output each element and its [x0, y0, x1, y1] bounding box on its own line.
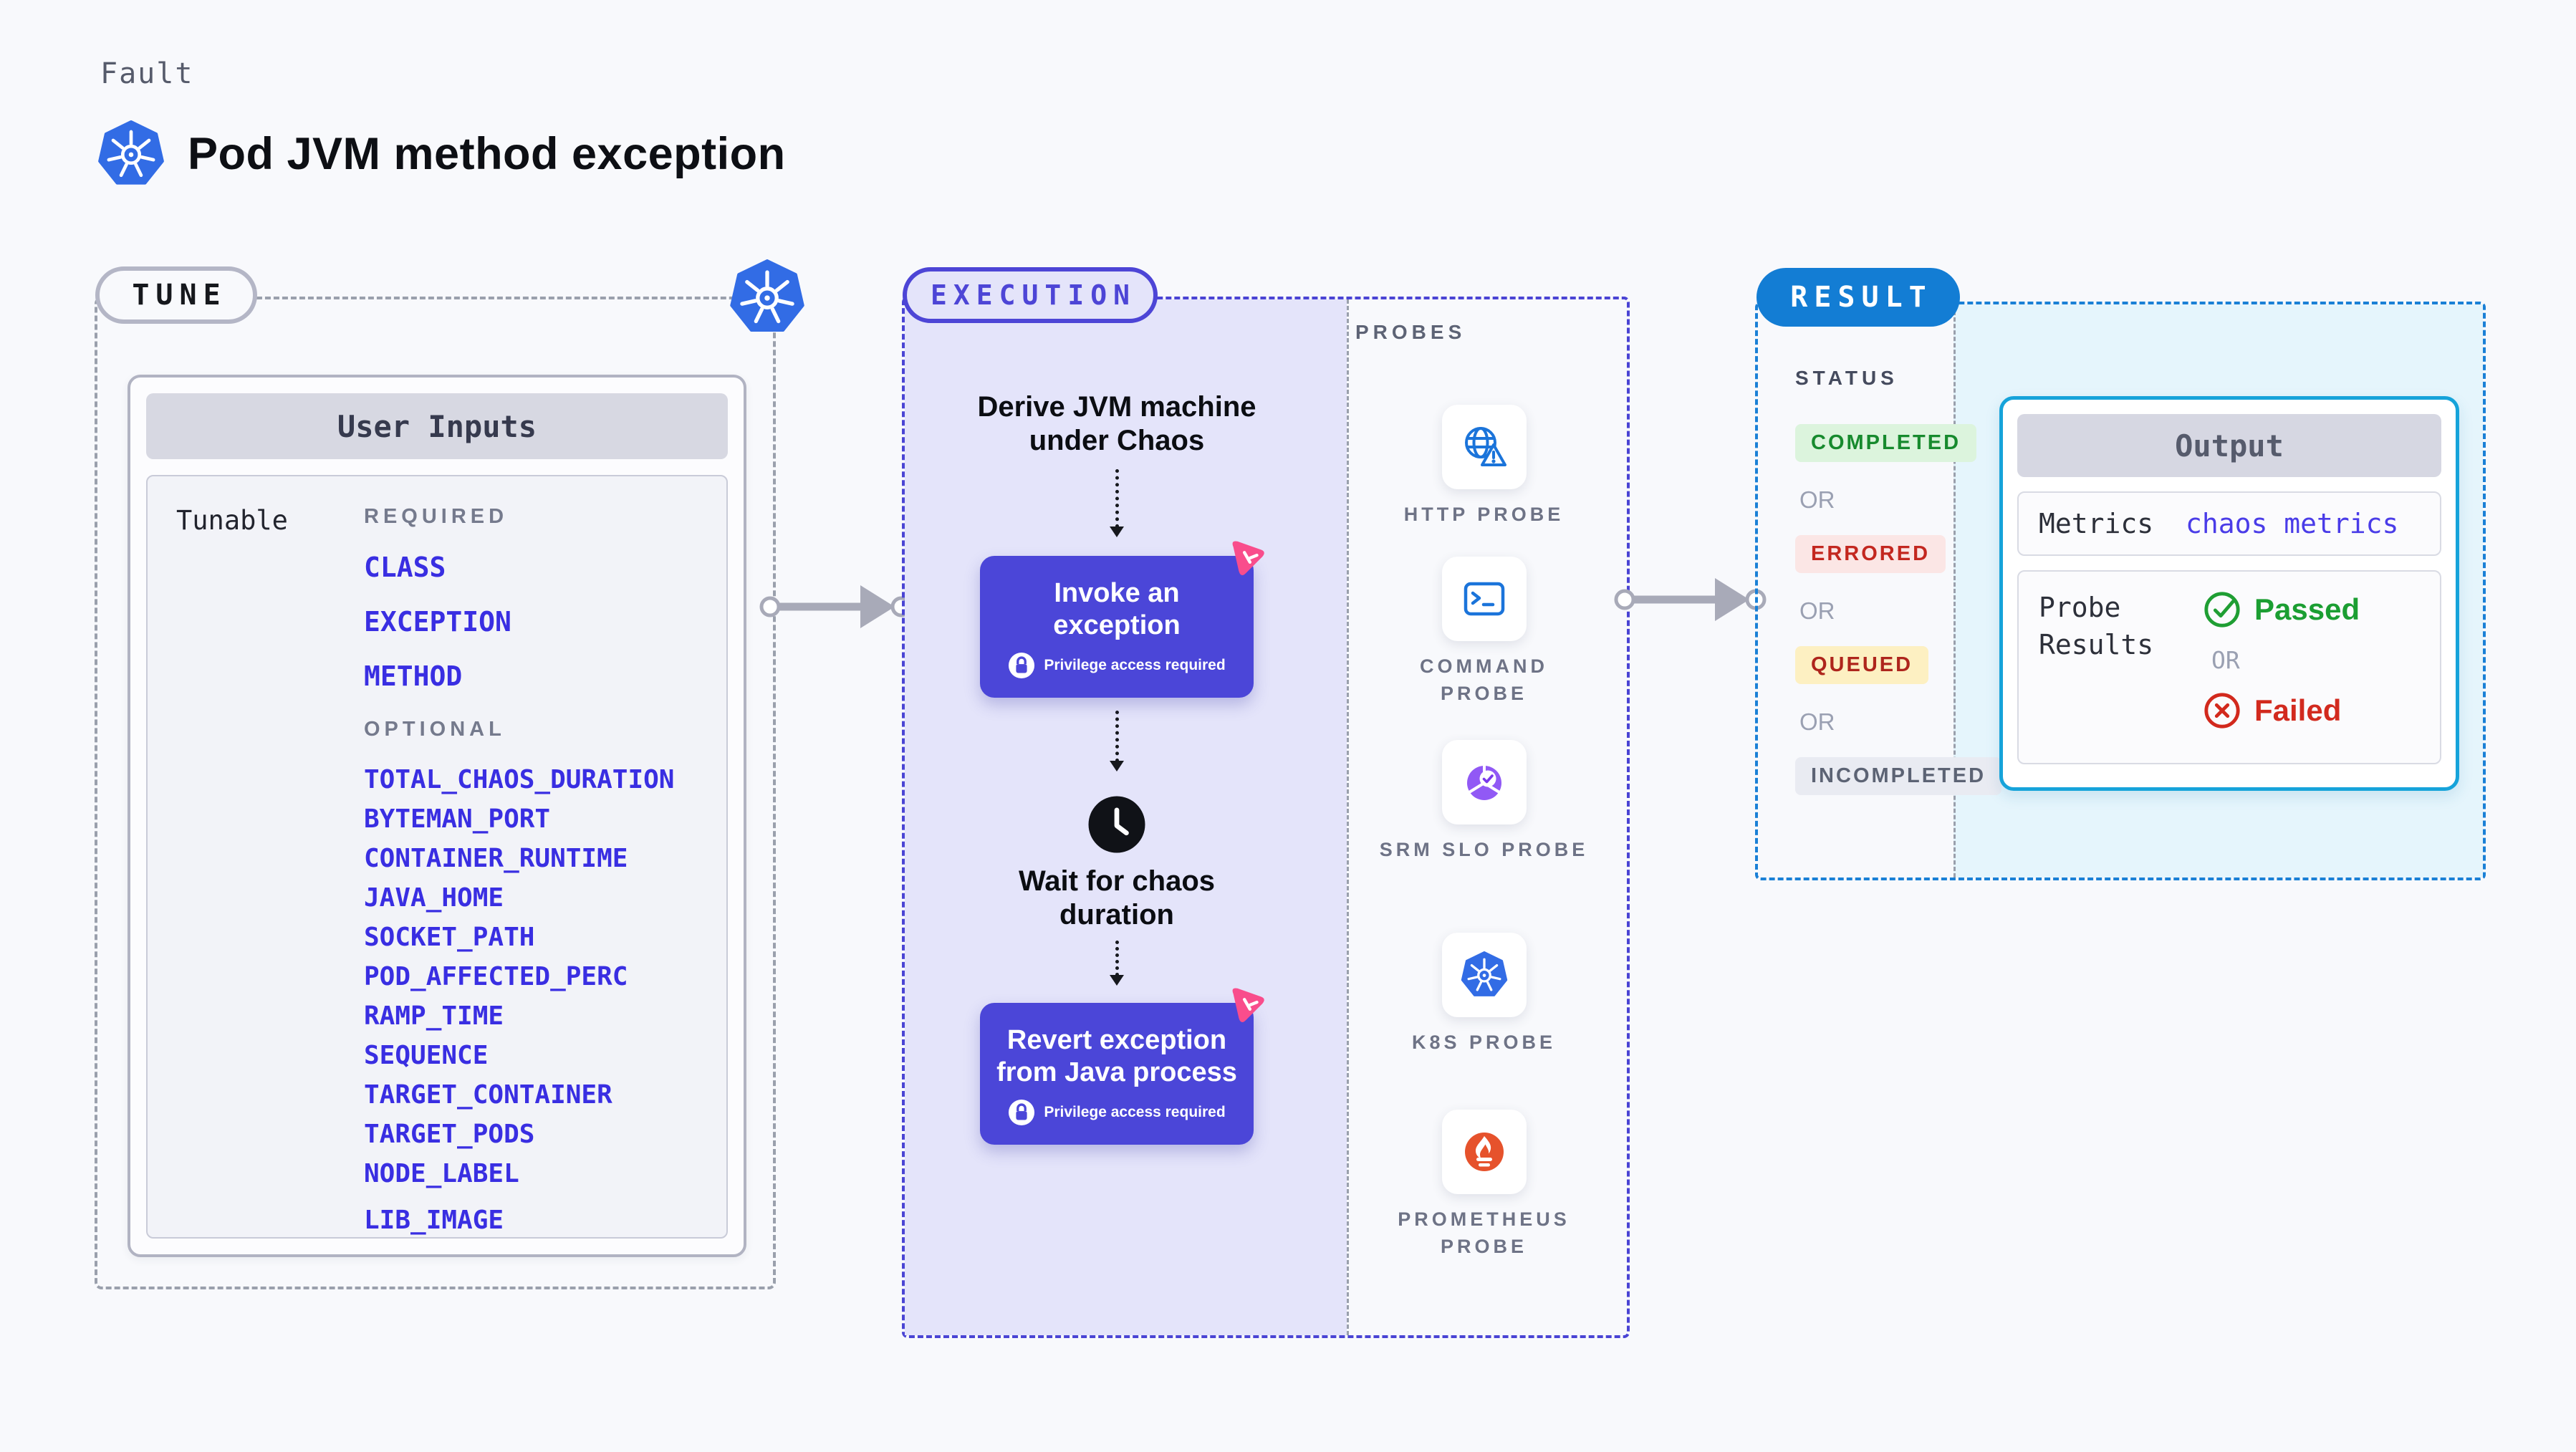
probe-label: HTTP PROBE [1403, 504, 1565, 525]
clock-icon [1088, 796, 1145, 853]
page-header: Pod JVM method exception [97, 120, 786, 188]
output-title: Output [2017, 414, 2441, 477]
probes-divider [1347, 299, 1349, 1335]
or-separator: OR [1799, 708, 1835, 735]
down-arrow-icon [1110, 711, 1124, 779]
status-badge-errored: ERRORED [1795, 535, 1946, 573]
probe-card [1441, 933, 1527, 1017]
user-inputs-title: User Inputs [146, 393, 728, 459]
lock-icon [1009, 652, 1035, 679]
kubernetes-icon [97, 120, 165, 188]
down-arrow-icon [1110, 469, 1124, 544]
step-derive-jvm: Derive JVM machine under Chaos [977, 391, 1256, 456]
required-section-label: REQUIRED [364, 505, 509, 528]
chaos-experiment-icon [1232, 541, 1264, 576]
revert-exception-node: Revert exception from Java process Privi… [980, 988, 1264, 1145]
execution-flow: Derive JVM machine under Chaos Invoke an… [902, 390, 1332, 1145]
probe-label: COMMAND PROBE [1420, 655, 1548, 704]
input-variable: LIB_IMAGE [364, 1206, 504, 1235]
page-title: Pod JVM method exception [188, 129, 786, 179]
execution-section-badge: EXECUTION [903, 267, 1158, 323]
status-badge-completed: COMPLETED [1795, 424, 1977, 462]
x-circle-icon [2204, 693, 2240, 729]
probe-label: SRM SLO PROBE [1379, 839, 1589, 860]
k8s-probe-icon [1461, 951, 1508, 999]
input-variable: TOTAL_CHAOS_DURATION [364, 765, 675, 794]
probe-results-row: Probe Results Passed OR Failed [2017, 570, 2441, 764]
tunable-label: Tunable [176, 505, 288, 536]
lock-icon [1009, 1099, 1035, 1126]
flow-arrow [1614, 578, 1767, 621]
probe-item: HTTP PROBE [1344, 405, 1624, 528]
or-separator: OR [2211, 646, 2240, 674]
or-separator: OR [1799, 597, 1835, 624]
result-section-badge: RESULT [1756, 268, 1960, 327]
invoke-exception-node: Invoke an exception Privilege access req… [980, 541, 1264, 698]
input-variable: POD_AFFECTED_PERC [364, 962, 628, 991]
probe-failed: Failed [2203, 691, 2360, 730]
input-variable: JAVA_HOME [364, 883, 504, 913]
probe-item: K8S PROBE [1344, 933, 1624, 1056]
probe-results-label: Probe Results [2039, 592, 2154, 660]
input-variable: BYTEMAN_PORT [364, 804, 551, 834]
probe-card [1441, 557, 1527, 641]
privilege-note-text: Privilege access required [1044, 1104, 1226, 1120]
command-probe-icon [1464, 582, 1504, 616]
status-heading: STATUS [1795, 367, 1898, 389]
output-card: Output Metrics chaos metrics Probe Resul… [1999, 396, 2459, 791]
probe-item: SRM SLO PROBE [1344, 740, 1624, 863]
probe-label: PROMETHEUS PROBE [1398, 1208, 1570, 1257]
privilege-note: Privilege access required [996, 652, 1238, 679]
status-badge-incompleted: INCOMPLETED [1795, 757, 2002, 795]
flow-arrow [759, 585, 912, 628]
input-variable: METHOD [364, 660, 463, 692]
input-variable: TARGET_CONTAINER [364, 1080, 612, 1110]
metrics-value: chaos metrics [2186, 508, 2399, 539]
http-probe-icon [1464, 427, 1506, 466]
check-circle-icon [2204, 592, 2240, 628]
input-variable: NODE_LABEL [364, 1159, 519, 1188]
step-wait-duration: Wait for chaos duration [1018, 865, 1216, 931]
passed-label: Passed [2254, 592, 2360, 626]
fault-eyebrow: Fault [100, 57, 194, 90]
metrics-row: Metrics chaos metrics [2017, 491, 2441, 556]
failed-label: Failed [2254, 693, 2342, 727]
probe-card [1441, 1110, 1527, 1194]
tune-section-box [95, 297, 776, 1289]
probes-heading: PROBES [1355, 321, 1466, 343]
user-inputs-card: User Inputs Tunable REQUIRED CLASS EXCEP… [128, 375, 746, 1257]
srm-slo-probe-icon [1466, 766, 1501, 800]
prometheus-probe-icon [1464, 1133, 1504, 1171]
status-badge-queued: QUEUED [1795, 646, 1929, 684]
chaos-experiment-icon [1232, 988, 1264, 1023]
input-variable: CLASS [364, 552, 446, 583]
revert-exception-label: Revert exception from Java process [996, 1025, 1237, 1087]
user-inputs-panel: Tunable REQUIRED CLASS EXCEPTION METHOD … [146, 475, 728, 1239]
result-divider [1953, 304, 1956, 878]
kubernetes-icon [729, 259, 805, 335]
tune-section-badge: TUNE [95, 266, 257, 324]
probe-passed: Passed [2203, 590, 2360, 629]
input-variable: CONTAINER_RUNTIME [364, 844, 628, 873]
probe-card [1441, 405, 1527, 489]
metrics-label: Metrics [2039, 508, 2154, 539]
privilege-note-text: Privilege access required [1044, 657, 1226, 673]
down-arrow-icon [1110, 941, 1124, 993]
status-column: STATUS COMPLETED OR ERRORED OR QUEUED OR… [1795, 367, 2002, 795]
invoke-exception-label: Invoke an exception [1053, 578, 1181, 640]
input-variable: TARGET_PODS [364, 1120, 535, 1149]
input-variable: SEQUENCE [364, 1041, 489, 1070]
probe-card [1441, 740, 1527, 824]
input-variable: RAMP_TIME [364, 1001, 504, 1031]
probe-item: PROMETHEUS PROBE [1344, 1110, 1624, 1260]
optional-section-label: OPTIONAL [364, 718, 506, 741]
input-variable: SOCKET_PATH [364, 923, 535, 952]
or-separator: OR [1799, 486, 1835, 513]
probe-item: COMMAND PROBE [1344, 557, 1624, 707]
input-variable: EXCEPTION [364, 606, 511, 638]
probe-label: K8S PROBE [1411, 1032, 1557, 1053]
privilege-note: Privilege access required [996, 1099, 1238, 1126]
